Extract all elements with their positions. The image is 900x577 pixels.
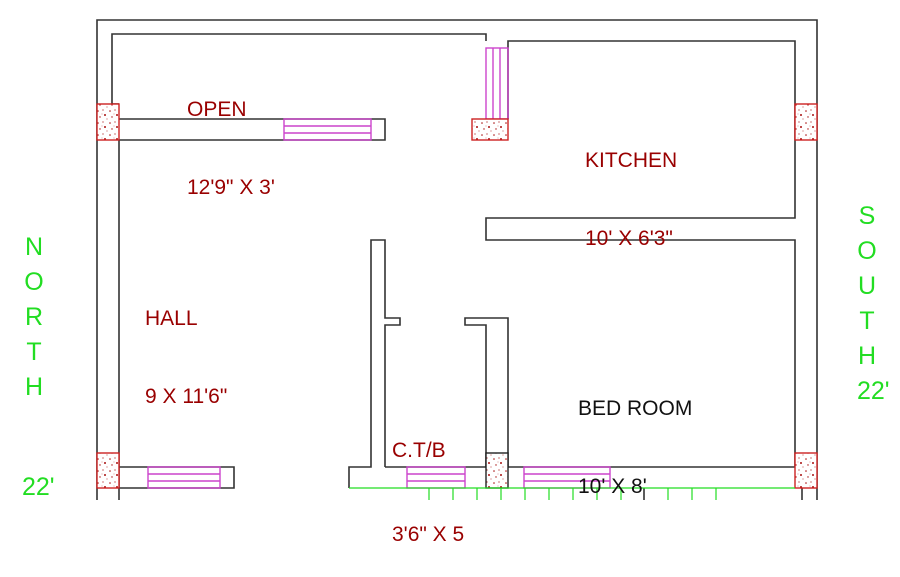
dimension-value: 22'	[22, 473, 55, 501]
kitchen-wall	[485, 40, 796, 467]
compass-letter: T	[26, 338, 42, 366]
room-label-hall: HALL 9 X 11'6"	[145, 254, 227, 436]
compass-letter: T	[859, 307, 875, 335]
floor-plan-drawing	[96, 19, 818, 500]
compass-south: S O U T H 22'	[851, 199, 890, 409]
room-name: C.T/B	[392, 439, 446, 462]
room-name: OPEN	[187, 98, 247, 121]
column-bottom-left	[96, 452, 120, 489]
room-name: BED ROOM	[578, 397, 693, 420]
compass-letter: R	[24, 303, 44, 331]
window-kitchen-door	[485, 47, 509, 120]
column-top-middle	[471, 118, 509, 141]
room-name: KITCHEN	[585, 149, 678, 172]
bath-right-wall	[464, 317, 509, 467]
room-label-bath: C.T/B 3'6" X 5	[392, 381, 464, 577]
open-area-wall	[111, 33, 487, 105]
windows	[147, 47, 611, 489]
compass-letter: H	[857, 342, 877, 370]
room-name: HALL	[145, 307, 198, 330]
window-open-area	[283, 118, 372, 141]
bottom-wall-hall	[119, 466, 235, 489]
bath-left-wall	[348, 239, 401, 488]
outer-wall	[96, 19, 818, 500]
room-size: 12'9" X 3'	[187, 176, 275, 199]
columns	[96, 103, 818, 489]
dimension-north: 22'	[22, 470, 55, 505]
compass-letter: H	[24, 373, 44, 401]
room-size: 10' X 8'	[578, 475, 647, 498]
entrance-steps	[349, 487, 795, 500]
room-size: 10' X 6'3"	[585, 227, 673, 250]
room-label-open: OPEN 12'9" X 3'	[187, 45, 275, 227]
room-label-kitchen: KITCHEN 10' X 6'3"	[585, 96, 677, 278]
dimension-value: 22'	[857, 377, 890, 405]
compass-letter: O	[857, 237, 877, 265]
compass-letter: U	[857, 272, 877, 300]
compass-letter: O	[24, 268, 44, 296]
column-bottom-right	[794, 452, 818, 489]
room-label-bedroom: BED ROOM 10' X 8'	[578, 344, 692, 526]
room-size: 3'6" X 5	[392, 523, 465, 546]
compass-letter: N	[24, 233, 44, 261]
column-top-right	[794, 103, 818, 141]
column-top-left	[96, 103, 120, 141]
compass-north: N O R T H	[18, 230, 50, 405]
column-bottom-middle	[485, 452, 509, 489]
compass-letter: S	[858, 202, 876, 230]
room-size: 9 X 11'6"	[145, 385, 228, 408]
window-hall	[147, 466, 221, 489]
wall-below-open	[119, 118, 386, 141]
